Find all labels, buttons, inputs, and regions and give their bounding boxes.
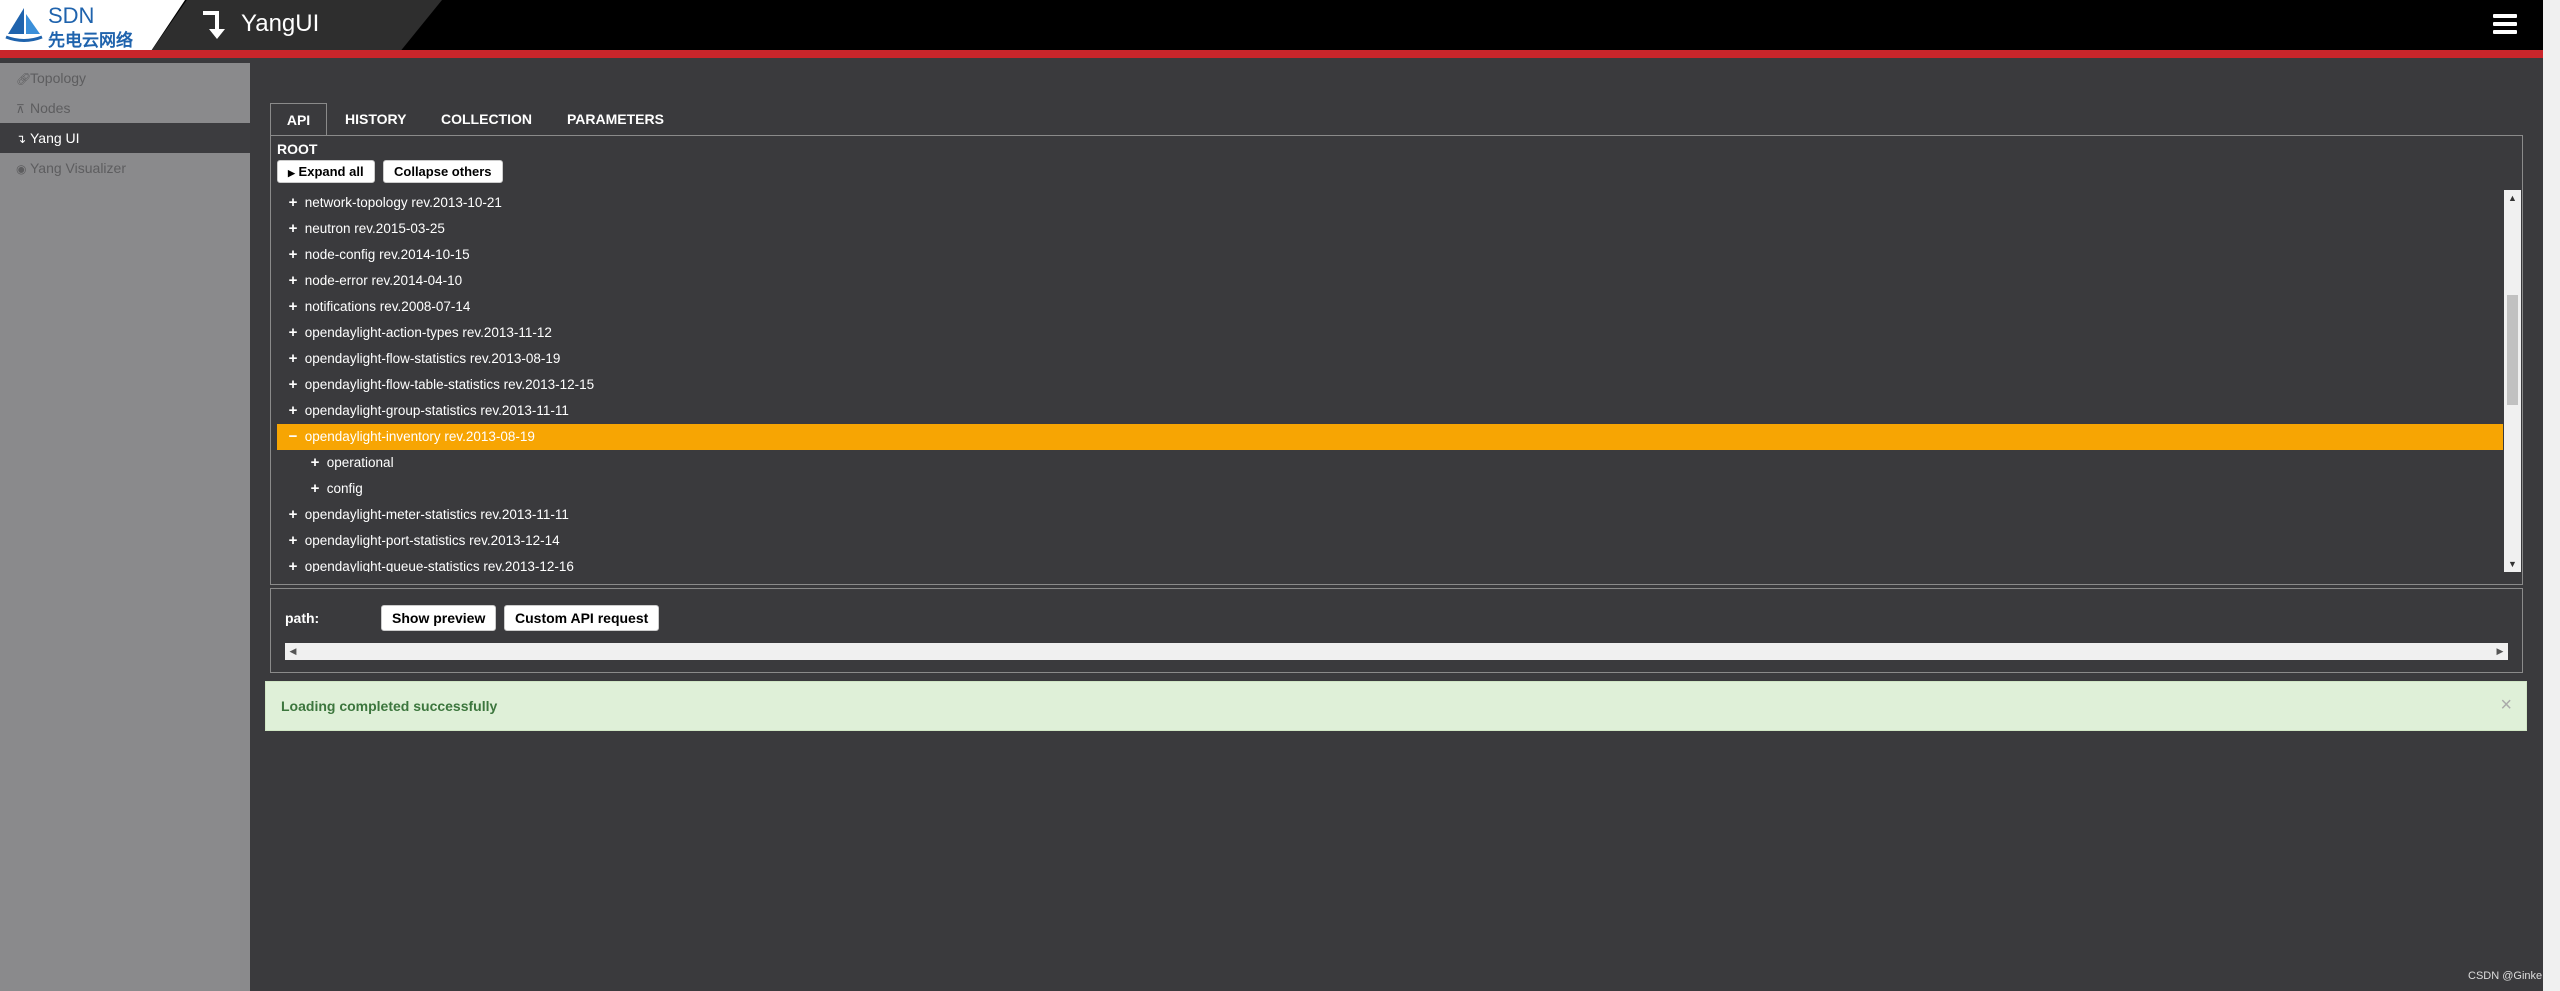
scroll-up-arrow-icon[interactable]: ▲ bbox=[2508, 193, 2517, 203]
tree-node-port-statistics[interactable]: + opendaylight-port-statistics rev.2013-… bbox=[277, 528, 2503, 554]
expand-all-label: Expand all bbox=[298, 164, 364, 179]
hamburger-menu-icon[interactable] bbox=[2493, 14, 2517, 34]
tree-node-group-statistics[interactable]: + opendaylight-group-statistics rev.2013… bbox=[277, 398, 2503, 424]
custom-api-request-button[interactable]: Custom API request bbox=[504, 605, 660, 631]
tree-node-label[interactable]: node-config rev.2014-10-15 bbox=[304, 247, 470, 262]
window-edge bbox=[2543, 0, 2560, 991]
expand-icon[interactable]: + bbox=[310, 480, 320, 497]
expand-icon[interactable]: + bbox=[288, 402, 298, 419]
expand-icon[interactable]: + bbox=[288, 324, 298, 341]
tree-node-notifications[interactable]: + notifications rev.2008-07-14 bbox=[277, 294, 2503, 320]
sidebar-item-label: Yang Visualizer bbox=[30, 160, 126, 176]
tree-node-action-types[interactable]: + opendaylight-action-types rev.2013-11-… bbox=[277, 320, 2503, 346]
path-horizontal-scrollbar[interactable]: ◀ ▶ bbox=[285, 643, 2508, 660]
tab-parameters[interactable]: PARAMETERS bbox=[567, 111, 664, 127]
collapse-icon[interactable]: − bbox=[288, 428, 298, 445]
tree-node-neutron[interactable]: + neutron rev.2015-03-25 bbox=[277, 216, 2503, 242]
tree-node-label[interactable]: neutron rev.2015-03-25 bbox=[304, 221, 445, 236]
tree-node-operational[interactable]: + operational bbox=[277, 450, 2503, 476]
turn-arrow-icon: ↴ bbox=[16, 132, 27, 146]
app-title-bar bbox=[152, 0, 442, 50]
tree-node-label[interactable]: opendaylight-queue-statistics rev.2013-1… bbox=[304, 559, 574, 572]
tab-collection[interactable]: COLLECTION bbox=[441, 111, 532, 127]
sidebar-item-yang-ui[interactable]: ↴Yang UI bbox=[0, 123, 250, 153]
expand-icon[interactable]: + bbox=[310, 454, 320, 471]
root-label: ROOT bbox=[277, 141, 318, 157]
sidebar: 🔗︎Topology ⊼ Nodes ↴Yang UI ◉Yang Visuali… bbox=[0, 63, 250, 991]
scroll-down-arrow-icon[interactable]: ▼ bbox=[2508, 559, 2517, 569]
tree-node-label[interactable]: notifications rev.2008-07-14 bbox=[304, 299, 471, 314]
brand-logo[interactable]: SDN 先电云网络 bbox=[0, 0, 185, 50]
app-title: YangUI bbox=[241, 10, 320, 37]
tree-node-label[interactable]: node-error rev.2014-04-10 bbox=[304, 273, 463, 288]
expand-all-button[interactable]: ▶ Expand all bbox=[277, 160, 375, 183]
logo-subtext: 先电云网络 bbox=[48, 31, 133, 50]
alert-message: Loading completed successfully bbox=[281, 698, 498, 714]
tree-node-label[interactable]: opendaylight-inventory rev.2013-08-19 bbox=[304, 429, 535, 444]
tab-history[interactable]: HISTORY bbox=[345, 111, 407, 127]
eye-icon: ◉ bbox=[16, 162, 27, 176]
tree-node-label[interactable]: opendaylight-port-statistics rev.2013-12… bbox=[304, 533, 560, 548]
tree-node-network-topology[interactable]: + network-topology rev.2013-10-21 bbox=[277, 190, 2503, 216]
tree-node-label[interactable]: config bbox=[326, 481, 363, 496]
tree-vertical-scrollbar[interactable]: ▲ ▼ bbox=[2504, 190, 2521, 572]
expand-icon[interactable]: + bbox=[288, 220, 298, 237]
expand-icon[interactable]: + bbox=[288, 246, 298, 263]
expand-icon[interactable]: + bbox=[288, 350, 298, 367]
scroll-right-arrow-icon[interactable]: ▶ bbox=[2496, 646, 2504, 656]
tree-node-queue-statistics[interactable]: + opendaylight-queue-statistics rev.2013… bbox=[277, 554, 2503, 572]
sidebar-item-topology[interactable]: 🔗︎Topology bbox=[0, 63, 250, 93]
tab-api[interactable]: API bbox=[270, 103, 327, 135]
success-alert: Loading completed successfully × bbox=[265, 681, 2527, 731]
tree-node-label[interactable]: opendaylight-group-statistics rev.2013-1… bbox=[304, 403, 569, 418]
link-icon: 🔗︎ bbox=[16, 72, 32, 86]
expand-icon[interactable]: + bbox=[288, 532, 298, 549]
tree-node-label[interactable]: opendaylight-flow-table-statistics rev.2… bbox=[304, 377, 595, 392]
tree-node-meter-statistics[interactable]: + opendaylight-meter-statistics rev.2013… bbox=[277, 502, 2503, 528]
expand-icon[interactable]: + bbox=[288, 298, 298, 315]
sitemap-icon: ⊼ bbox=[16, 102, 25, 116]
tree-node-label[interactable]: network-topology rev.2013-10-21 bbox=[304, 195, 502, 210]
tree-node-label[interactable]: opendaylight-meter-statistics rev.2013-1… bbox=[304, 507, 569, 522]
expand-icon[interactable]: + bbox=[288, 558, 298, 572]
expand-icon[interactable]: + bbox=[288, 506, 298, 523]
tree-node-config[interactable]: + config bbox=[277, 476, 2503, 502]
api-panel: ROOT ▶ Expand all Collapse others + netw… bbox=[270, 135, 2523, 585]
sidebar-item-label: Yang UI bbox=[30, 130, 80, 146]
sidebar-item-nodes[interactable]: ⊼ Nodes bbox=[0, 93, 250, 123]
caret-right-icon: ▶ bbox=[288, 168, 295, 178]
tree-node-label[interactable]: operational bbox=[326, 455, 394, 470]
header-accent-line bbox=[0, 50, 2543, 58]
show-preview-button[interactable]: Show preview bbox=[381, 605, 497, 631]
logo-text: SDN bbox=[48, 3, 95, 28]
path-panel: path: Show preview Custom API request ◀ … bbox=[270, 588, 2523, 673]
sidebar-item-label: Nodes bbox=[30, 100, 71, 116]
close-icon[interactable]: × bbox=[2500, 694, 2512, 716]
tree-node-node-error[interactable]: + node-error rev.2014-04-10 bbox=[277, 268, 2503, 294]
expand-icon[interactable]: + bbox=[288, 194, 298, 211]
turn-arrow-icon bbox=[203, 11, 225, 39]
expand-icon[interactable]: + bbox=[288, 376, 298, 393]
tree-node-node-config[interactable]: + node-config rev.2014-10-15 bbox=[277, 242, 2503, 268]
tree-node-label[interactable]: opendaylight-action-types rev.2013-11-12 bbox=[304, 325, 552, 340]
expand-icon[interactable]: + bbox=[288, 272, 298, 289]
collapse-others-button[interactable]: Collapse others bbox=[383, 160, 503, 183]
scroll-left-arrow-icon[interactable]: ◀ bbox=[289, 646, 297, 656]
sidebar-item-yang-visualizer[interactable]: ◉Yang Visualizer bbox=[0, 153, 250, 183]
sidebar-item-label: Topology bbox=[30, 70, 87, 86]
tree-node-flow-table-statistics[interactable]: + opendaylight-flow-table-statistics rev… bbox=[277, 372, 2503, 398]
api-tree: + network-topology rev.2013-10-21 + neut… bbox=[277, 190, 2503, 572]
tree-node-flow-statistics[interactable]: + opendaylight-flow-statistics rev.2013-… bbox=[277, 346, 2503, 372]
path-label: path: bbox=[285, 610, 320, 626]
sailboat-logo-icon bbox=[5, 8, 43, 42]
watermark: CSDN @Ginke bbox=[2468, 970, 2543, 982]
tree-node-label[interactable]: opendaylight-flow-statistics rev.2013-08… bbox=[304, 351, 561, 366]
tree-node-inventory-selected[interactable]: − opendaylight-inventory rev.2013-08-19 bbox=[277, 424, 2503, 450]
scrollbar-thumb[interactable] bbox=[2507, 295, 2518, 405]
